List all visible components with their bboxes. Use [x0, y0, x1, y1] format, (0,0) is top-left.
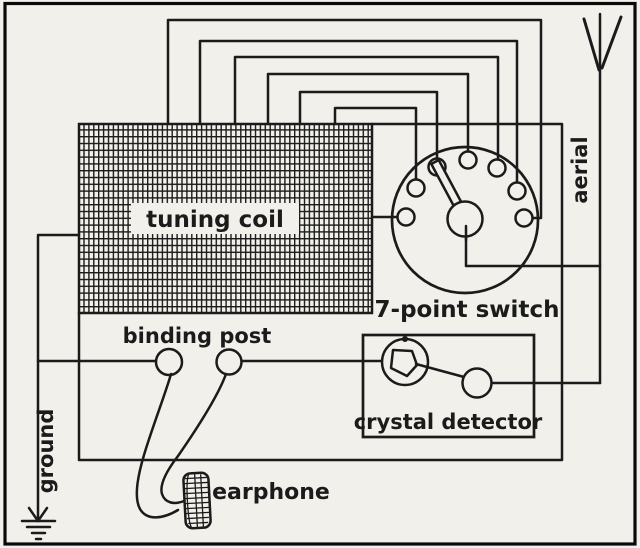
- binding-post-right: [215, 348, 243, 376]
- ground-bars: [20, 519, 57, 541]
- binding-posts: binding post: [123, 324, 272, 377]
- antenna-left-arm: [582, 17, 601, 72]
- switch-base-circle: [390, 145, 540, 295]
- tap-wire-6: [333, 106, 418, 182]
- earphone-hatch-vertical: [193, 474, 205, 528]
- whisker-post: [461, 367, 493, 399]
- binding-post-label: binding post: [123, 324, 272, 348]
- switch-label: 7-point switch: [375, 297, 560, 323]
- picture-border: [3, 1, 637, 546]
- tap-wire-2: [198, 39, 519, 185]
- binding-post-left: [154, 347, 184, 377]
- seven-point-switch: 7-point switch: [375, 145, 602, 323]
- cord-left: [135, 372, 180, 519]
- crystal-detector-label: crystal detector: [354, 410, 543, 434]
- switch-contact-4: [458, 150, 478, 170]
- catwhisker-wire: [414, 362, 466, 379]
- earphone-label: earphone: [212, 480, 330, 505]
- switch-contact-5: [487, 158, 507, 178]
- switch-contact-1: [396, 207, 416, 227]
- tap-wire-4: [266, 72, 470, 154]
- detector-box: [361, 333, 536, 439]
- coil-label-background: [131, 203, 299, 234]
- ground-label: ground: [34, 409, 58, 494]
- cord-right: [160, 372, 228, 505]
- crystal-cup-nub: [402, 336, 408, 342]
- tap-wire-3: [233, 55, 500, 162]
- ground-wire: [36, 233, 81, 520]
- crystal-cup: [380, 337, 430, 387]
- crystal-stone: [389, 348, 419, 378]
- aerial-label: aerial: [568, 136, 592, 203]
- ground-symbol-icon: [20, 506, 57, 541]
- earphone-rim: [186, 474, 193, 528]
- antenna-right-arm: [600, 15, 623, 70]
- crystal-detector: crystal detector: [354, 333, 543, 439]
- switch-contact-6: [507, 181, 527, 201]
- earphone-cords: [135, 372, 228, 519]
- tuning-coil-label: tuning coil: [146, 207, 284, 233]
- switch-contact-2: [406, 178, 426, 198]
- earphone-hatch-horizontal: [184, 476, 210, 525]
- coil-return-wire: [77, 122, 564, 462]
- aerial-antenna-icon: [582, 15, 623, 72]
- switch-contact-7: [514, 208, 534, 228]
- earphone: [182, 471, 212, 530]
- earphone-body: [182, 471, 212, 530]
- ground-arrow: [27, 506, 49, 523]
- tap-wire-5: [298, 90, 439, 161]
- tuning-coil: tuning coil: [77, 122, 374, 315]
